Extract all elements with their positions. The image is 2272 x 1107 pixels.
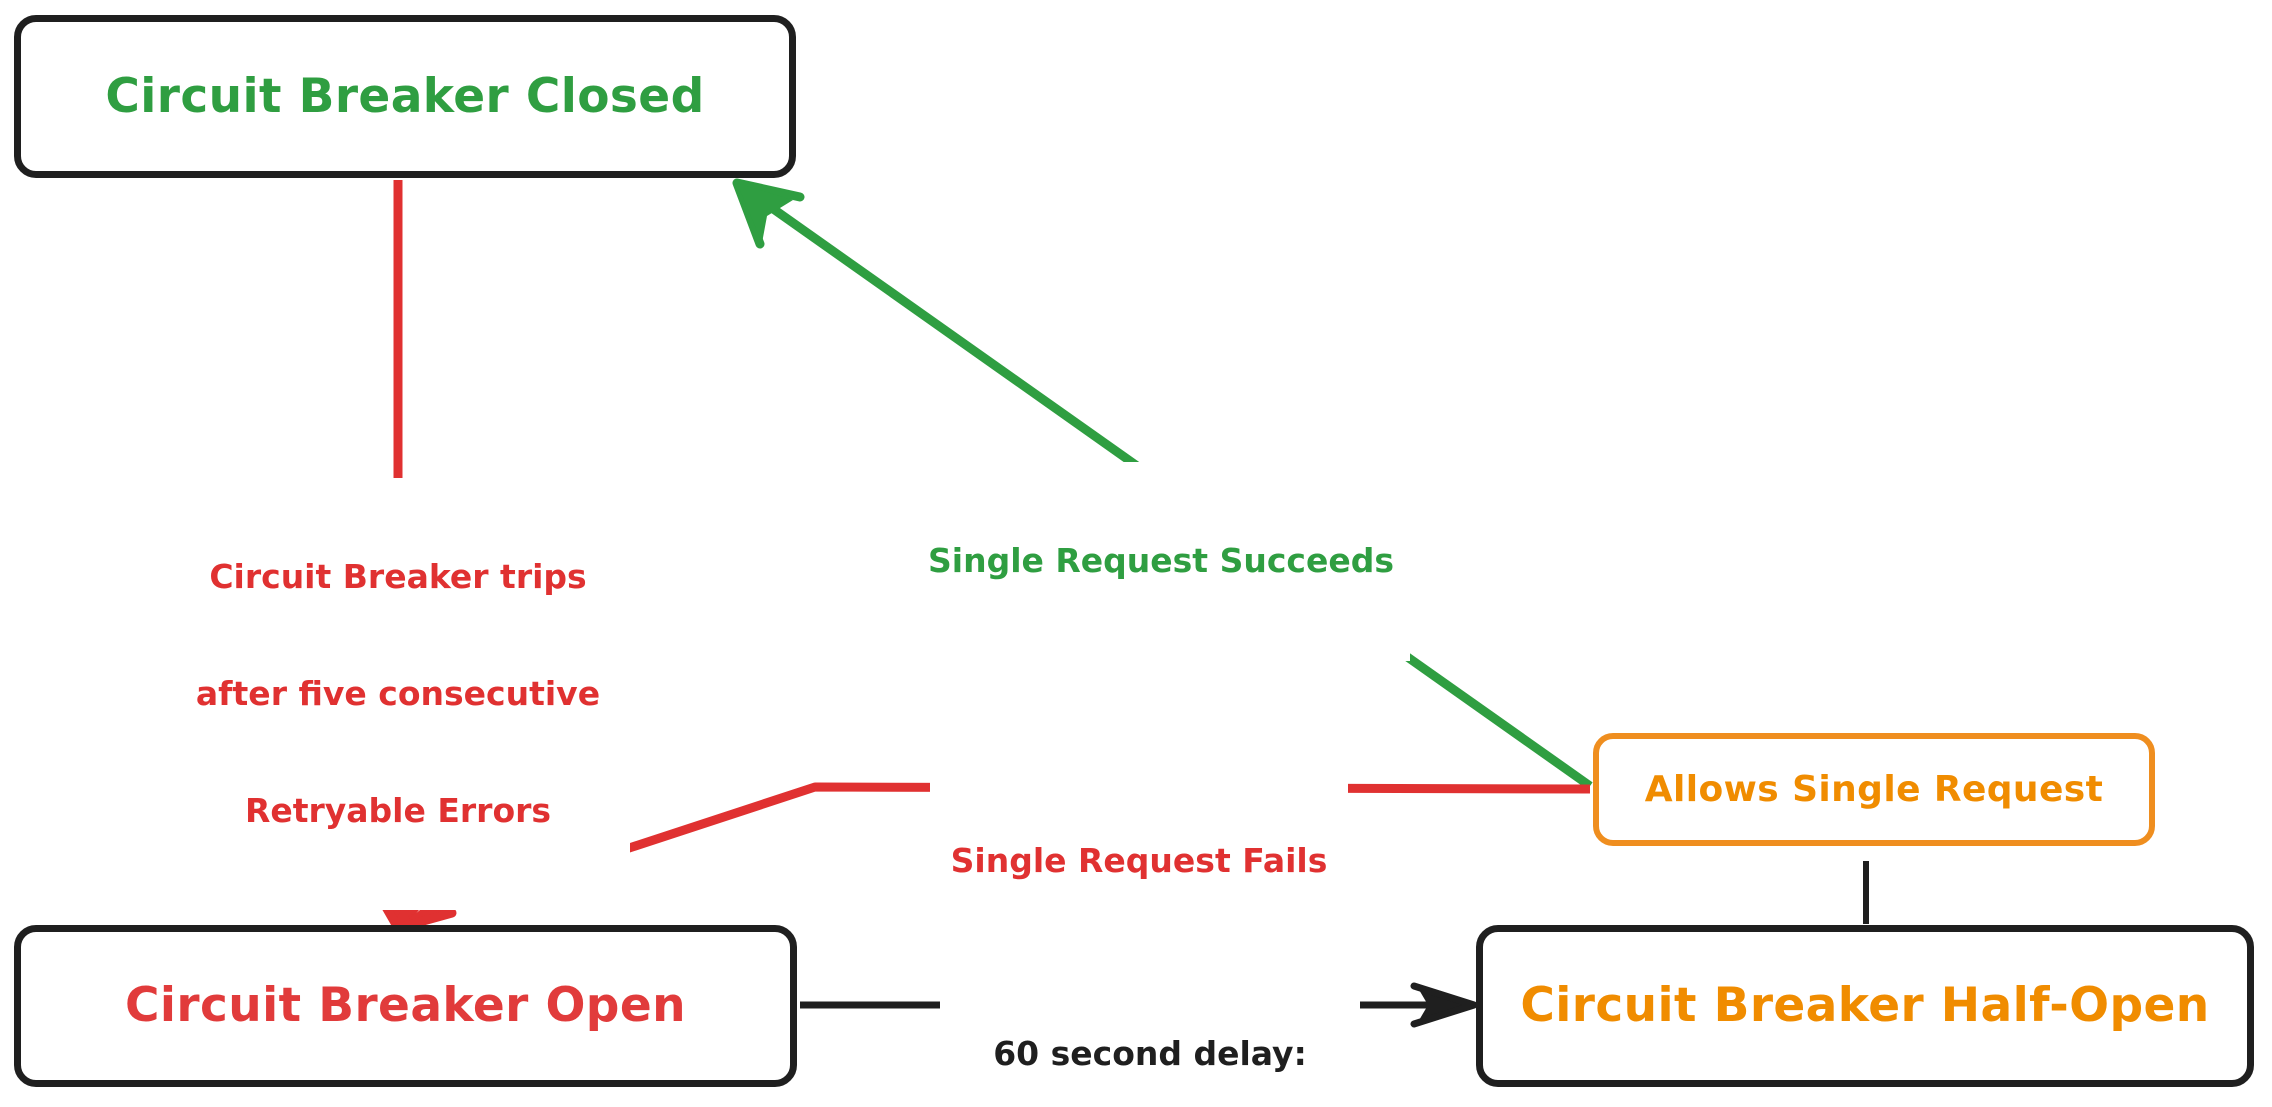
edge-label-line: Single Request Succeeds [928, 540, 1394, 580]
node-label-closed: Circuit Breaker Closed [105, 68, 705, 124]
edge-label-line: Retryable Errors [244, 790, 552, 830]
edge-label-line: Circuit Breaker trips [209, 556, 587, 596]
node-label-open: Circuit Breaker Open [125, 978, 686, 1034]
node-label-allows-single-request: Allows Single Request [1644, 768, 2104, 810]
node-label-half-open: Circuit Breaker Half-Open [1520, 978, 2210, 1034]
edge-label-line: 60 second delay: [993, 1033, 1307, 1073]
node-circuit-breaker-open[interactable]: Circuit Breaker Open [14, 925, 797, 1087]
edge-label-line: after five consecutive [195, 673, 601, 713]
node-allows-single-request[interactable]: Allows Single Request [1593, 733, 2155, 846]
edge-label-allows-to-closed: Single Request Succeeds [912, 462, 1410, 661]
edge-label-allows-to-open: Single Request Fails [930, 762, 1348, 961]
node-circuit-breaker-closed[interactable]: Circuit Breaker Closed [14, 15, 796, 178]
edge-label-line: Single Request Fails [950, 840, 1328, 880]
node-circuit-breaker-half-open[interactable]: Circuit Breaker Half-Open [1476, 925, 2254, 1087]
edge-label-closed-to-open: Circuit Breaker trips after five consecu… [166, 478, 630, 911]
edge-label-open-to-half-open: 60 second delay: No requests allowed [940, 955, 1360, 1107]
